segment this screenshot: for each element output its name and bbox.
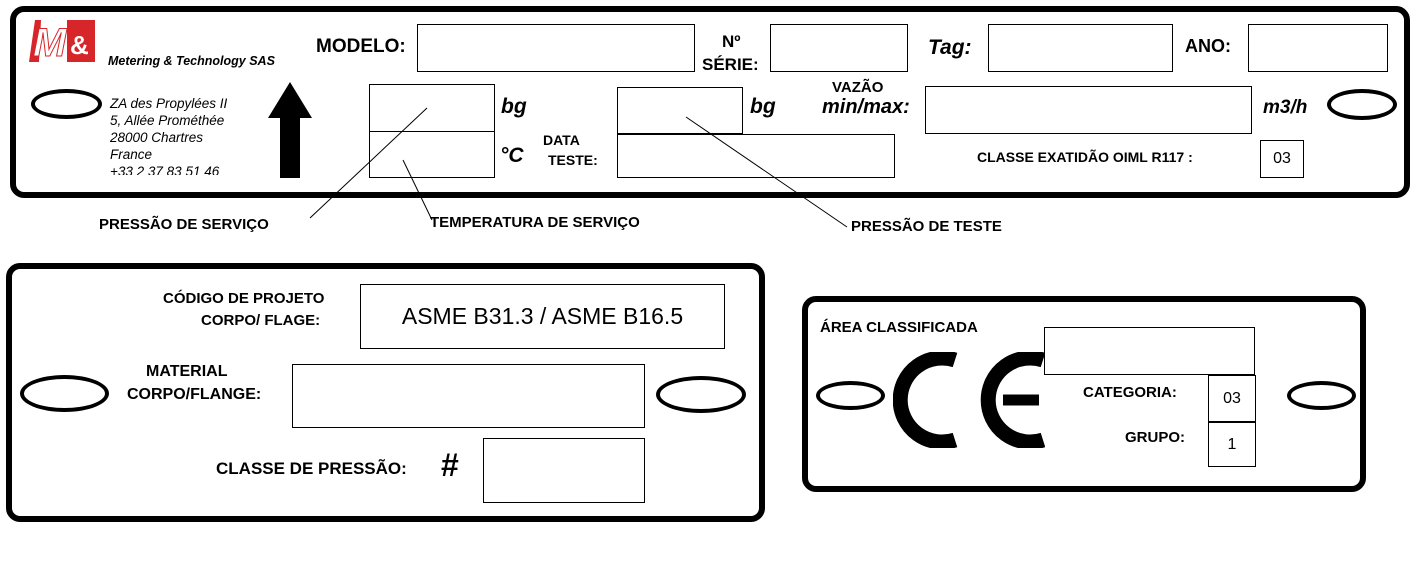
tag-field[interactable] — [988, 24, 1173, 72]
vazao-label-2: min/max: — [822, 96, 910, 118]
codigo-label-1: CÓDIGO DE PROJETO — [163, 290, 325, 307]
vazao-label-1: VAZÃO — [832, 79, 884, 96]
address-line: +33 2 37 83 51 46 — [110, 164, 220, 175]
temperatura-unit: °C — [500, 144, 524, 167]
callout-pressao-servico: PRESSÃO DE SERVIÇO — [99, 216, 269, 233]
categoria-label: CATEGORIA: — [1083, 384, 1177, 401]
hash-icon: # — [441, 447, 459, 483]
callout-pressao-teste: PRESSÃO DE TESTE — [851, 218, 1002, 235]
modelo-label: MODELO: — [316, 36, 406, 57]
mounting-hole — [1327, 89, 1397, 120]
callout-temperatura-servico: TEMPERATURA DE SERVIÇO — [430, 214, 640, 231]
codigo-label-2: CORPO/ FLAGE: — [201, 312, 321, 329]
ano-label: ANO: — [1185, 36, 1231, 56]
address-line: ZA des Propylées II — [110, 96, 228, 111]
material-label-1: MATERIAL — [146, 363, 228, 380]
vazao-unit: m3/h — [1263, 97, 1308, 118]
address-line: France — [110, 147, 153, 162]
temperatura-servico-field[interactable] — [369, 131, 495, 178]
mounting-hole — [656, 376, 746, 413]
material-field[interactable] — [292, 364, 645, 428]
classe-exatidao-field[interactable]: 03 — [1260, 140, 1304, 178]
ce-mark-icon — [893, 352, 1045, 448]
ano-field[interactable] — [1248, 24, 1388, 72]
address-line: 28000 Chartres — [110, 130, 204, 145]
classe-pressao-label: CLASSE DE PRESSÃO: — [216, 459, 407, 478]
modelo-field[interactable] — [417, 24, 695, 72]
mounting-hole — [816, 381, 885, 410]
area-classificada-field[interactable] — [1044, 327, 1255, 375]
categoria-field[interactable]: 03 — [1208, 375, 1256, 422]
tag-label: Tag: — [928, 36, 972, 59]
mounting-hole — [20, 375, 109, 412]
arrow-up-icon — [268, 82, 312, 178]
classe-pressao-field[interactable] — [483, 438, 645, 503]
company-logo: M & — [27, 16, 97, 66]
codigo-value: ASME B31.3 / ASME B16.5 — [401, 303, 684, 329]
data-teste-label-1: DATA — [543, 132, 580, 148]
grupo-value: 1 — [1227, 435, 1237, 453]
vazao-field[interactable] — [925, 86, 1252, 134]
pressao-teste-field[interactable] — [617, 87, 743, 134]
logo-mark-icon: M & — [27, 16, 97, 66]
serie-label: SÉRIE: — [702, 55, 759, 74]
address-line: 5, Allée Prométhée — [110, 113, 225, 128]
serie-label-no: Nº — [722, 32, 741, 51]
serie-field[interactable] — [770, 24, 908, 72]
svg-text:&: & — [70, 30, 89, 60]
data-teste-label-2: TESTE: — [548, 152, 598, 168]
company-name: Metering & Technology SAS — [108, 54, 275, 68]
data-teste-field[interactable] — [617, 134, 895, 178]
pressao-servico-field[interactable] — [369, 84, 495, 132]
mounting-hole — [31, 89, 102, 119]
mounting-hole — [1287, 381, 1356, 410]
svg-text:M: M — [33, 21, 68, 65]
pressao-teste-unit: bg — [750, 95, 776, 118]
classe-exatidao-value: 03 — [1273, 150, 1291, 167]
material-label-2: CORPO/FLANGE: — [127, 386, 262, 403]
categoria-value: 03 — [1223, 389, 1241, 407]
company-address: ZA des Propylées II 5, Allée Prométhée 2… — [110, 95, 227, 175]
pressao-servico-unit: bg — [501, 95, 527, 118]
codigo-field[interactable]: ASME B31.3 / ASME B16.5 — [360, 284, 725, 349]
classe-exatidao-label: CLASSE EXATIDÃO OIML R117 : — [977, 149, 1193, 165]
area-classificada-label: ÁREA CLASSIFICADA — [820, 319, 978, 336]
grupo-label: GRUPO: — [1125, 429, 1185, 446]
grupo-field[interactable]: 1 — [1208, 422, 1256, 467]
